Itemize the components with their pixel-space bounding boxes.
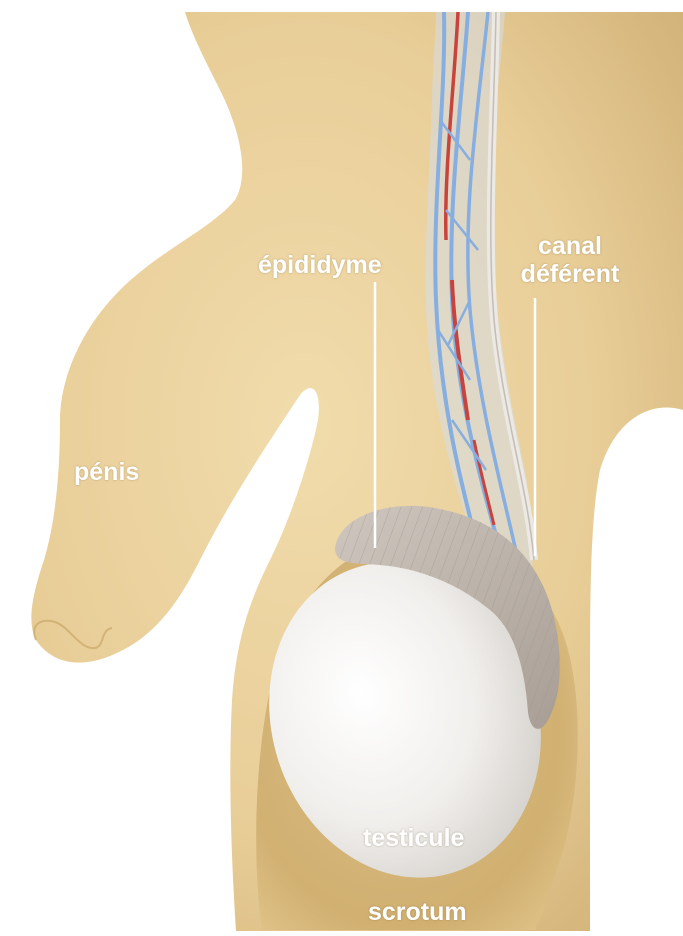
- label-testicle: testicule: [363, 824, 464, 852]
- label-epididymis: épididyme: [258, 251, 382, 279]
- label-vas-deferens-line1: canal: [500, 232, 640, 260]
- label-vas-deferens-line2: déférent: [500, 260, 640, 288]
- label-penis: pénis: [74, 458, 139, 486]
- label-vas-deferens: canal déférent: [500, 232, 640, 288]
- label-scrotum: scrotum: [368, 898, 467, 926]
